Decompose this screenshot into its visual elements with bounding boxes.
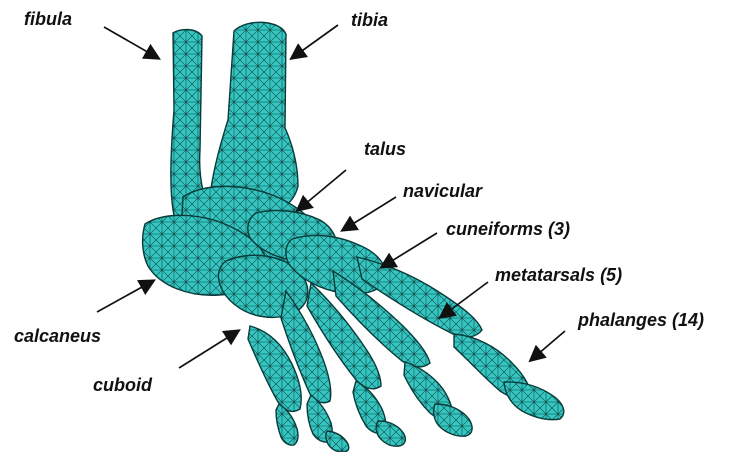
fibula-label: fibula [24, 10, 72, 28]
calcaneus-arrow [97, 281, 153, 312]
metatarsals-label: metatarsals (5) [495, 266, 622, 284]
calcaneus-label: calcaneus [14, 327, 101, 345]
cuneiforms-label: cuneiforms (3) [446, 220, 570, 238]
phalanges-2-tip [434, 404, 473, 436]
phalanges-3-tip [376, 421, 405, 446]
phalanges-4-tip [326, 431, 349, 452]
tibia-label: tibia [351, 11, 388, 29]
cuboid-label: cuboid [93, 376, 152, 394]
cuneiforms-arrow [382, 233, 437, 267]
phalanges-1-tip [504, 382, 564, 420]
navicular-label: navicular [403, 182, 482, 200]
fibula-arrow [104, 27, 158, 58]
phalanges-label: phalanges (14) [578, 311, 704, 329]
phalanges-arrow [531, 331, 565, 360]
cuboid-arrow [179, 331, 238, 368]
navicular-arrow [343, 197, 396, 230]
talus-label: talus [364, 140, 406, 158]
tibia-arrow [292, 25, 338, 58]
talus-arrow [298, 170, 346, 210]
